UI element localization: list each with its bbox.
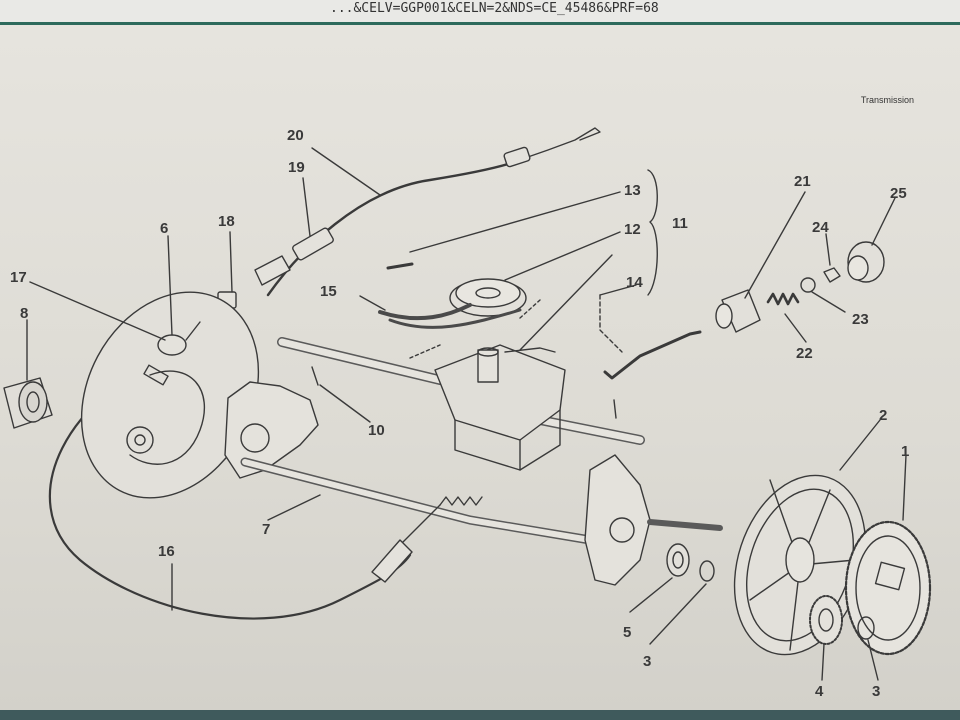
spring bbox=[439, 496, 483, 506]
bearing-21 bbox=[715, 289, 761, 333]
callout-4: 4 bbox=[815, 683, 824, 700]
cable-connector bbox=[254, 255, 291, 286]
bracket-right bbox=[584, 454, 651, 586]
ferrule-19 bbox=[292, 227, 334, 261]
pinion-8 bbox=[3, 377, 53, 429]
callout-11: 11 bbox=[672, 215, 688, 232]
callout-1: 1 bbox=[901, 443, 909, 460]
gear-1 bbox=[844, 520, 932, 656]
belt-15 bbox=[378, 303, 472, 321]
cable-adjuster bbox=[503, 146, 531, 168]
pinion-4 bbox=[809, 595, 843, 645]
callout-17: 17 bbox=[10, 269, 27, 286]
callout-14: 14 bbox=[626, 274, 643, 291]
rod-14 bbox=[603, 330, 702, 380]
nut-24 bbox=[823, 267, 841, 283]
callout-7: 7 bbox=[262, 521, 270, 538]
url-text: ...&CELV=GGP001&CELN=2&NDS=CE_45486&PRF=… bbox=[330, 1, 659, 16]
diagram-title: Transmission bbox=[860, 95, 914, 105]
cable-fitting bbox=[371, 539, 413, 583]
callout-10: 10 bbox=[368, 422, 385, 439]
callout-5: 5 bbox=[623, 624, 631, 641]
cable-20 bbox=[266, 156, 527, 297]
ferrule-17 bbox=[157, 334, 187, 356]
callout-16: 16 bbox=[158, 543, 175, 560]
callout-24: 24 bbox=[812, 219, 829, 236]
gearbox-housing bbox=[434, 344, 566, 471]
cable-16 bbox=[48, 353, 412, 620]
taskbar-strip bbox=[0, 710, 960, 720]
cable-end-20 bbox=[524, 127, 601, 159]
callout-21: 21 bbox=[794, 173, 811, 190]
callout-20: 20 bbox=[287, 127, 304, 144]
callout-25: 25 bbox=[890, 185, 907, 202]
bearing-5 bbox=[666, 543, 690, 577]
callout-12: 12 bbox=[624, 221, 641, 238]
callout-3: 3 bbox=[643, 653, 651, 670]
callout-13: 13 bbox=[624, 182, 641, 199]
washer-3 bbox=[699, 560, 715, 582]
callout-15: 15 bbox=[320, 283, 337, 300]
address-bar[interactable]: ...&CELV=GGP001&CELN=2&NDS=CE_45486&PRF=… bbox=[0, 0, 960, 25]
callout-labels: 20 19 18 6 17 8 13 12 11 14 15 10 21 24 … bbox=[10, 127, 909, 700]
spring-22 bbox=[766, 292, 800, 306]
callout-6: 6 bbox=[160, 220, 168, 237]
callout-8: 8 bbox=[20, 305, 28, 322]
callout-22: 22 bbox=[796, 345, 813, 362]
callout-19: 19 bbox=[288, 159, 305, 176]
callout-3b: 3 bbox=[872, 683, 880, 700]
washer-23 bbox=[800, 277, 816, 293]
bracket-left bbox=[224, 381, 319, 479]
callout-2: 2 bbox=[879, 407, 887, 424]
cap-25 bbox=[847, 241, 885, 283]
callout-18: 18 bbox=[218, 213, 235, 230]
callout-23: 23 bbox=[852, 311, 869, 328]
